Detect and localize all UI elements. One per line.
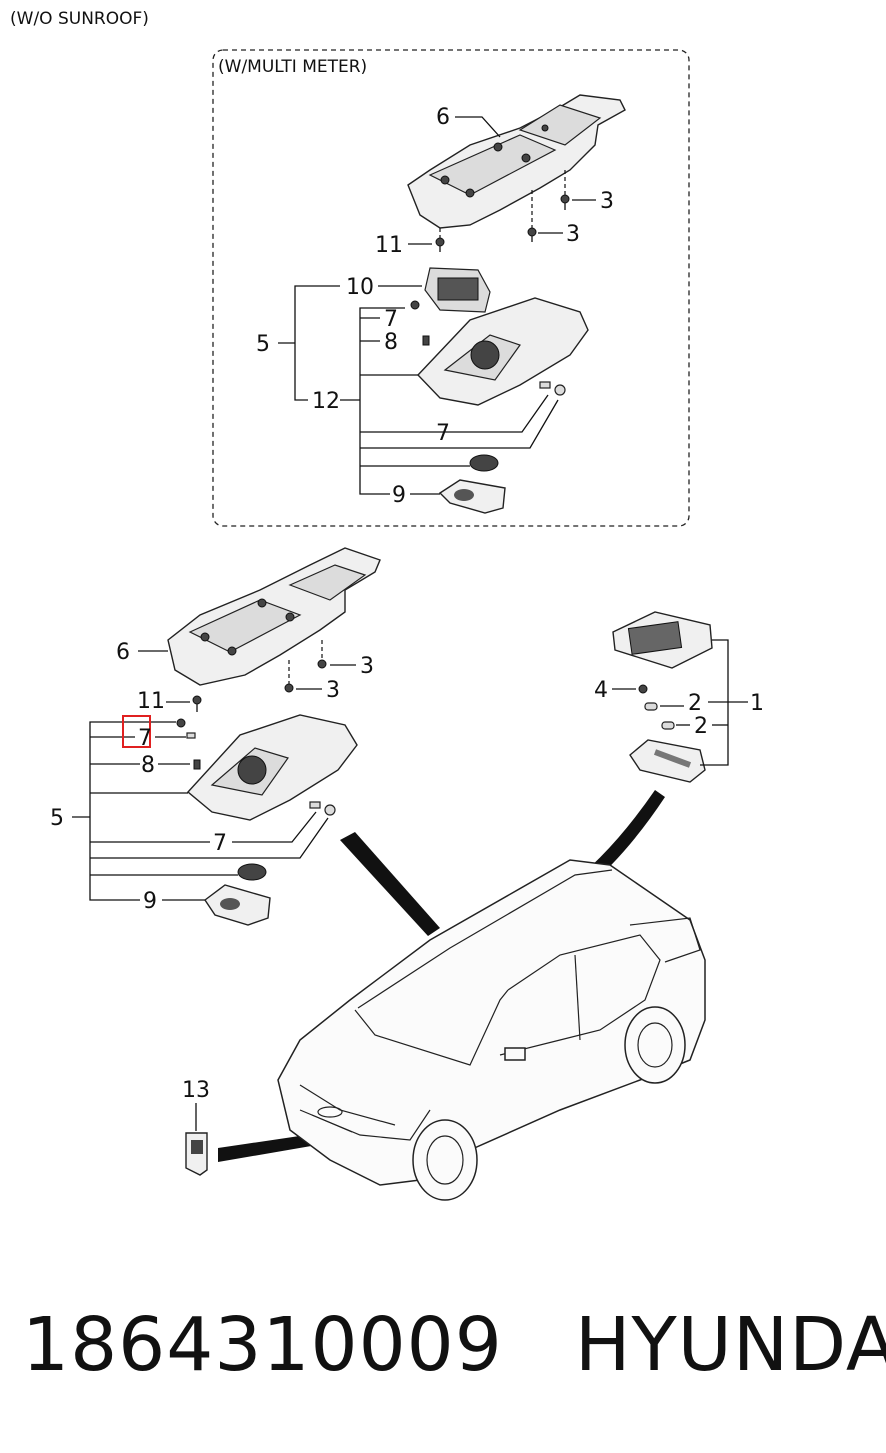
upper-grommet [469, 454, 499, 472]
upper-console-cover [407, 94, 626, 229]
upper-callout-assembly: 5 [256, 332, 270, 357]
multi-meter-box [212, 49, 690, 527]
lower-callout-assembly: 5 [50, 806, 64, 831]
lower-callout-screw-b: 3 [326, 678, 340, 703]
lower-callout-screw-a: 3 [360, 654, 374, 679]
upper-callout-housing: 12 [312, 389, 340, 414]
lower-callout-bolt: 11 [137, 689, 165, 714]
lower-callout-bulb-d: 2 [694, 714, 708, 739]
lower-clip [193, 759, 201, 770]
lower-lens [204, 884, 271, 926]
header-no-sunroof: (W/O SUNROOF) [10, 9, 149, 29]
upper-lens [438, 479, 506, 514]
lower-screw-b [284, 683, 294, 693]
rear-bulb-b [661, 721, 675, 730]
upper-bulb-a [410, 300, 420, 310]
rear-lamp-unit [612, 611, 713, 669]
upper-clip [422, 335, 430, 346]
lower-callout-bulb-b: 7 [213, 831, 227, 856]
caption-part-number: 1864310009 [22, 1302, 503, 1388]
lower-callout-screw-c: 4 [594, 678, 608, 703]
lower-bulb-b [309, 801, 336, 816]
rear-lens [629, 739, 706, 783]
lower-callout-bulb-c: 2 [688, 691, 702, 716]
lower-bulb-a [176, 718, 196, 739]
lower-lamp-housing [186, 714, 358, 821]
upper-screw-a [560, 194, 570, 210]
header-multi-meter: (W/MULTI METER) [218, 57, 367, 77]
highlight-box [122, 715, 151, 748]
connector-part [185, 1132, 208, 1176]
upper-callout-bolt: 11 [375, 233, 403, 258]
pointer-front-lamp [340, 832, 440, 936]
upper-callout-screw-b: 3 [566, 222, 580, 247]
rear-bulb-a [644, 702, 658, 711]
upper-callout-lens: 9 [392, 483, 406, 508]
upper-bolt [435, 237, 445, 252]
rear-screw [638, 684, 648, 694]
lower-bolt [192, 695, 202, 712]
upper-callout-screw-a: 3 [600, 189, 614, 214]
lower-callout-rear-lamp: 1 [750, 691, 764, 716]
upper-callout-clip: 8 [384, 330, 398, 355]
lower-callout-clip: 8 [141, 753, 155, 778]
upper-lamp-housing [417, 297, 589, 406]
lower-callout-connector: 13 [182, 1078, 210, 1103]
part-number-caption: 1864310009 HYUNDAI [22, 1300, 886, 1390]
lower-console-cover [167, 547, 381, 686]
upper-callout-meter: 10 [346, 275, 374, 300]
lower-callout-cover: 6 [116, 640, 130, 665]
upper-callout-bulb-b: 7 [436, 421, 450, 446]
upper-multi-meter [424, 267, 491, 313]
lower-callout-lens: 9 [143, 889, 157, 914]
upper-bulb-b [539, 381, 566, 396]
caption-brand: HYUNDAI [574, 1302, 886, 1388]
lower-grommet [237, 863, 267, 881]
upper-callout-bulb-a: 7 [384, 307, 398, 332]
lower-screw-a [317, 659, 327, 669]
vehicle-illustration [277, 859, 706, 1201]
upper-screw-b [527, 227, 537, 242]
lower-callout-bulb-a: 7 [138, 726, 152, 751]
upper-callout-cover: 6 [436, 105, 450, 130]
